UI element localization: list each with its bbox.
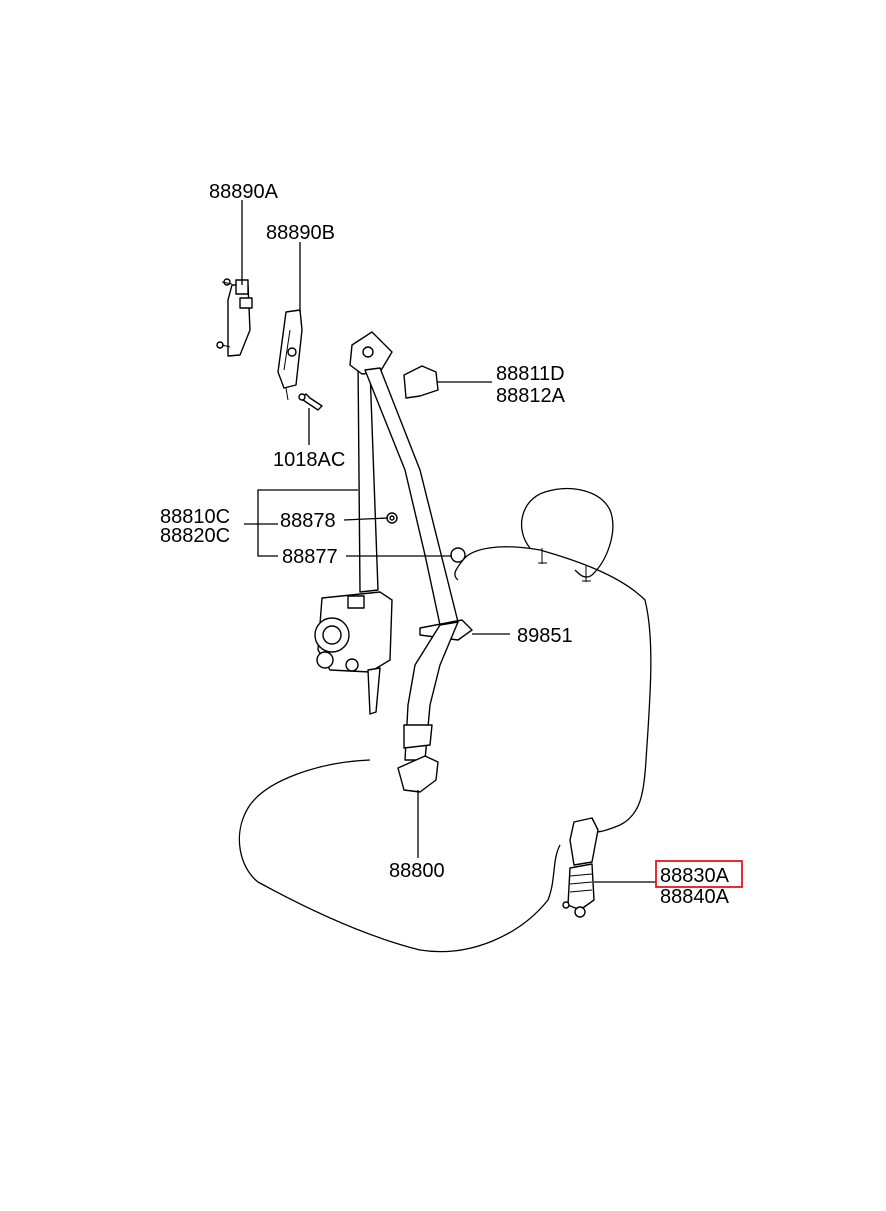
height-adjuster-part — [216, 278, 253, 357]
label-88820C: 88820C — [160, 525, 230, 547]
label-88878: 88878 — [280, 510, 336, 532]
label-88810C: 88810C — [160, 506, 230, 528]
label-88812A: 88812A — [496, 385, 566, 407]
label-88890A: 88890A — [209, 181, 279, 203]
adjuster-cover-part — [277, 309, 303, 401]
label-88890B: 88890B — [266, 222, 335, 244]
label-89851: 89851 — [517, 625, 573, 647]
shoulder-guide-part — [403, 365, 439, 399]
lap-belt-part — [397, 621, 459, 793]
label-88800: 88800 — [389, 860, 445, 882]
label-88877: 88877 — [282, 546, 338, 568]
highlight-box — [655, 860, 743, 888]
bolt-part — [298, 393, 323, 411]
label-1018AC: 1018AC — [273, 449, 345, 471]
seat-outline — [238, 488, 652, 953]
label-88830A[interactable]: 88830A — [660, 865, 730, 887]
label-88811D: 88811D — [496, 363, 565, 385]
leader-lines — [241, 200, 656, 883]
label-88840A: 88840A — [660, 886, 730, 908]
part-labels: 88890A 88890B 1018AC 88811D 88812A 88810… — [160, 181, 743, 908]
retractor-assembly — [314, 331, 459, 715]
buckle-part — [562, 817, 599, 918]
washer-parts — [386, 512, 466, 563]
